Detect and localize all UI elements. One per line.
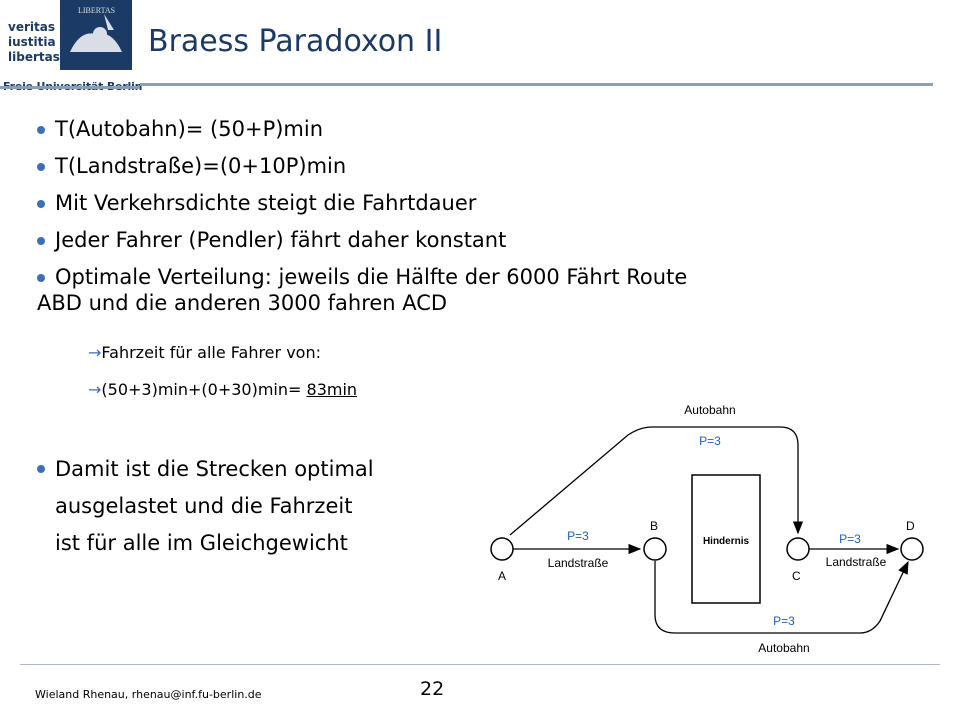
edge-label-bottom-road: Autobahn [758,641,809,655]
edge-label-cd-load: P=3 [839,532,861,546]
edge-label-top-load: P=3 [699,434,721,448]
obstacle-box [691,474,761,604]
node-c [786,537,810,561]
logo-word-veritas: veritas [8,20,55,34]
node-b-label: B [650,519,658,533]
edge-b-d [654,560,909,634]
bullet-dot-icon [37,126,45,134]
title-divider [140,83,933,86]
bullet-list: T(Autobahn)= (50+P)min T(Landstraße)=(0+… [37,116,917,327]
sub-bullet: →(50+3)min+(0+30)min= 83min [88,380,358,399]
node-a [490,537,514,561]
university-logo: veritas iustitia libertas LIBERTAS Freie… [0,0,142,98]
footer-divider [20,664,940,665]
logo-motto: veritas iustitia libertas [8,20,60,65]
bullet-dot-icon [37,200,45,208]
page-number: 22 [420,678,445,700]
logo-word-libertas: libertas [8,50,60,64]
bullet-dot-icon [37,274,45,282]
edge-a-c [509,426,804,536]
bullet-item: T(Landstraße)=(0+10P)min [37,153,917,179]
network-diagram: Hindernis A B C D Autobahn P=3 P=3 Lands… [490,403,924,655]
bullet-dot-icon [37,163,45,171]
edge-label-bottom-load: P=3 [773,614,795,628]
bullet-item: Mit Verkehrsdichte steigt die Fahrtdauer [37,190,917,216]
arrow-right-icon: → [88,380,102,399]
result-value: 83min [306,380,358,399]
sub-bullet: →Fahrzeit für alle Fahrer von: [88,343,321,362]
node-a-label: A [498,569,506,583]
bullet-item-conclusion: Damit ist die Strecken optimal ausgelast… [37,451,467,562]
edge-label-cd-road: Landstraße [826,555,887,569]
edge-label-top-road: Autobahn [684,403,735,417]
logo-divider [0,86,140,89]
bullet-item: T(Autobahn)= (50+P)min [37,116,917,142]
arrow-right-icon: → [88,343,102,362]
node-c-label: C [792,569,801,583]
obstacle-label: Hindernis [703,536,750,547]
seal-lettering: LIBERTAS [78,6,115,15]
node-b [643,537,667,561]
node-d-label: D [906,519,915,533]
bullet-item: Jeder Fahrer (Pendler) fährt daher konst… [37,227,917,253]
edge-label-ab-road: Landstraße [548,556,609,570]
bullet-item: Optimale Verteilung: jeweils die Hälfte … [37,265,688,315]
seal-icon: LIBERTAS [60,0,132,70]
node-d [900,537,924,561]
slide-title: Braess Paradoxon II [148,24,443,59]
edge-label-ab-load: P=3 [567,529,589,543]
logo-word-iustitia: iustitia [8,35,56,49]
bullet-dot-icon [37,465,45,473]
bullet-dot-icon [37,237,45,245]
footer-author: Wieland Rhenau, rhenau@inf.fu-berlin.de [35,688,262,701]
